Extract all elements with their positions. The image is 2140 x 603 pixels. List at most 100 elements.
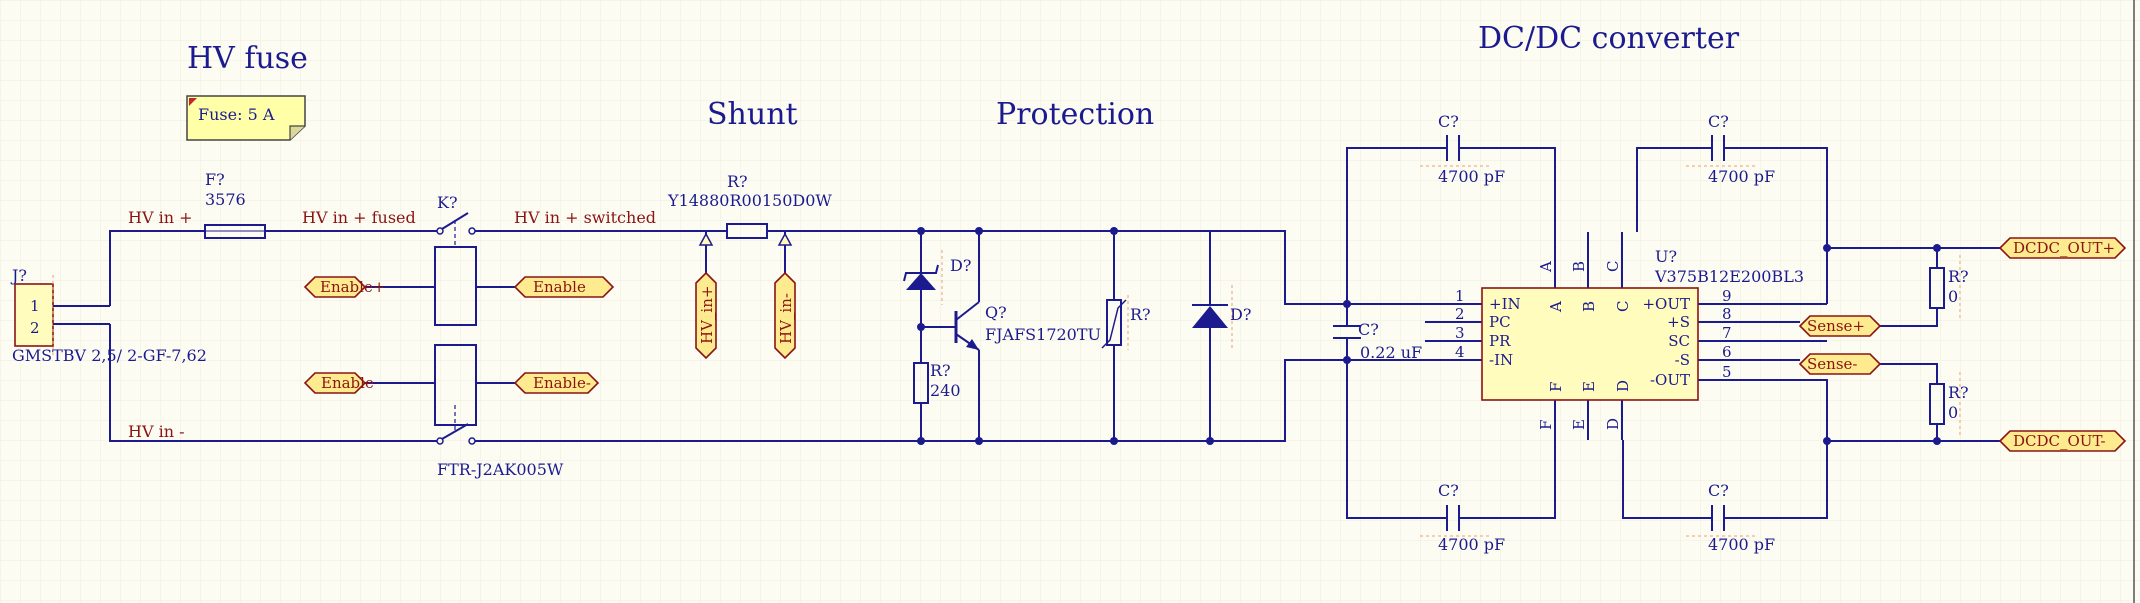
relay[interactable] [365,212,515,445]
port-hv-in-plus[interactable]: HV_in+ [695,271,717,360]
heading-dcdc: DC/DC converter [1478,21,1740,56]
pin-num-1: 1 [1455,287,1465,305]
base-resistor[interactable] [913,362,929,404]
port-enable-b[interactable]: Enable [303,372,374,394]
net-hv-in-plus-switched: HV in + switched [514,208,656,227]
cbr-designator: C? [1708,481,1729,500]
pin-num-6: 6 [1722,343,1732,361]
note-text: Fuse: 5 A [198,105,275,124]
pin-num-4: 4 [1455,343,1465,361]
cap-bottom-right[interactable] [1686,505,1756,537]
fuse-note[interactable]: Fuse: 5 A [186,95,306,141]
rtop-designator: R? [1948,267,1969,286]
transistor[interactable] [954,301,980,351]
pin-name-plus-in: +IN [1489,295,1521,313]
cbl-designator: C? [1438,481,1459,500]
svg-text:Enable: Enable [533,278,586,296]
fuse-comment: 3576 [205,190,246,209]
rbase-comment: 240 [930,381,961,400]
net-hv-in-plus: HV in + [128,208,193,227]
cin-designator: C? [1358,320,1379,339]
pin-name-pr: PR [1489,332,1511,350]
pin-name-minus-s: -S [1675,351,1690,369]
cap-top-right[interactable] [1686,135,1756,167]
port-enable-minus[interactable]: Enable- [513,372,600,394]
wire-sense-pins [1758,340,1827,361]
svg-text:Enable: Enable [321,374,374,392]
net-hv-in-plus-fused: HV in + fused [302,208,416,227]
pin-top-b: B [1570,261,1588,272]
pin-name-pc: PC [1489,313,1511,331]
dcdc-comment: V375B12E200BL3 [1654,267,1804,286]
port-enable-plus[interactable]: Enable+ [303,276,385,298]
junction [975,437,983,445]
svg-text:HV_in+: HV_in+ [698,286,716,344]
svg-text:DCDC_OUT-: DCDC_OUT- [2013,432,2106,450]
pin-bottom-d: D [1604,418,1622,430]
cap-bottom-left[interactable] [1420,505,1490,537]
heading-shunt: Shunt [707,97,798,132]
pin-name-plus-s: +S [1667,313,1690,331]
shunt-resistor[interactable] [698,223,793,273]
wire-cbl-right [1459,440,1556,519]
ctr-designator: C? [1708,112,1729,131]
connector-pin-2: 2 [30,319,40,337]
transistor-comment: FJAFS1720TU [985,325,1101,344]
pin-bottom-f: F [1537,420,1555,430]
net-hv-in-minus: HV in - [128,422,185,441]
junction [1933,244,1941,252]
pin-inner-e: E [1580,381,1598,392]
wire-ctl-right [1459,147,1556,232]
junction [1110,227,1118,235]
port-enable-a[interactable]: Enable [513,276,615,298]
pin-inner-f: F [1547,382,1565,392]
cbr-comment: 4700 pF [1708,535,1775,554]
port-dcdc-out-minus[interactable]: DCDC_OUT- [1998,430,2127,452]
pin-num-3: 3 [1455,324,1465,342]
junction [917,227,925,235]
wire-ctr-right [1724,147,1828,248]
wire-hv-in-plus [109,230,205,306]
ctr-comment: 4700 pF [1708,167,1775,186]
varistor[interactable] [1101,290,1129,355]
svg-text:Enable+: Enable+ [320,278,385,296]
resistor-bottom[interactable] [1929,372,1961,436]
cin-comment: 0.22 uF [1360,343,1422,362]
junction [1823,244,1831,252]
port-hv-in-minus[interactable]: HV_in- [774,271,796,360]
port-dcdc-out-plus[interactable]: DCDC_OUT+ [1998,237,2127,259]
pin-inner-d: D [1614,380,1632,392]
connector-j[interactable]: 1 2 [14,275,110,355]
port-sense-plus[interactable]: Sense+ [1798,315,1882,337]
wire-rtop-bottom [1880,308,1938,327]
wire-ctr-left [1636,147,1712,232]
junction [1823,437,1831,445]
wire-rbot-top [1880,363,1938,384]
wire-return [475,359,1425,442]
pin-inner-b: B [1580,301,1598,312]
resistor-top[interactable] [1929,255,1961,320]
junction [917,323,925,331]
pin-inner-a: A [1547,301,1565,313]
cap-top-left[interactable] [1420,135,1490,167]
pin-name-plus-out: +OUT [1642,295,1690,313]
tvs-diode[interactable] [1192,285,1233,350]
junction [1933,437,1941,445]
pin-bottom-e: E [1570,419,1588,430]
connector-designator: J? [10,266,27,285]
zener-diode[interactable] [903,250,943,305]
pin-top-c: C [1604,261,1622,272]
wire-cbr-right [1724,440,1828,519]
port-sense-minus[interactable]: Sense- [1798,353,1882,375]
pin-num-5: 5 [1722,363,1732,381]
svg-text:Sense+: Sense+ [1807,317,1865,335]
shunt-designator: R? [727,172,748,191]
heading-hv-fuse: HV fuse [187,41,308,76]
wire-ctl-left [1346,147,1447,304]
pin-num-9: 9 [1722,287,1732,305]
pin-name-sc: SC [1668,332,1690,350]
dcdc-module[interactable] [1425,232,1758,440]
fuse[interactable] [204,224,266,239]
rbot-designator: R? [1948,383,1969,402]
